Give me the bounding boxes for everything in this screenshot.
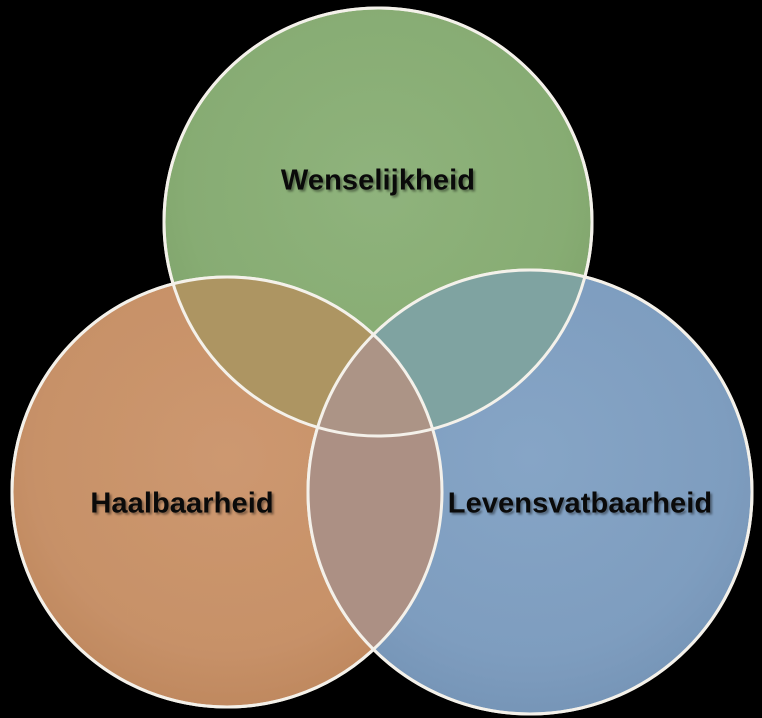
intersection-wenselijkheid-levensvatbaarheid xyxy=(308,270,592,436)
venn-outline-levensvatbaarheid xyxy=(306,268,754,716)
venn-outline-wenselijkheid xyxy=(162,6,594,438)
venn-outlines-group xyxy=(10,6,754,716)
venn-outline-haalbaarheid xyxy=(10,275,444,709)
